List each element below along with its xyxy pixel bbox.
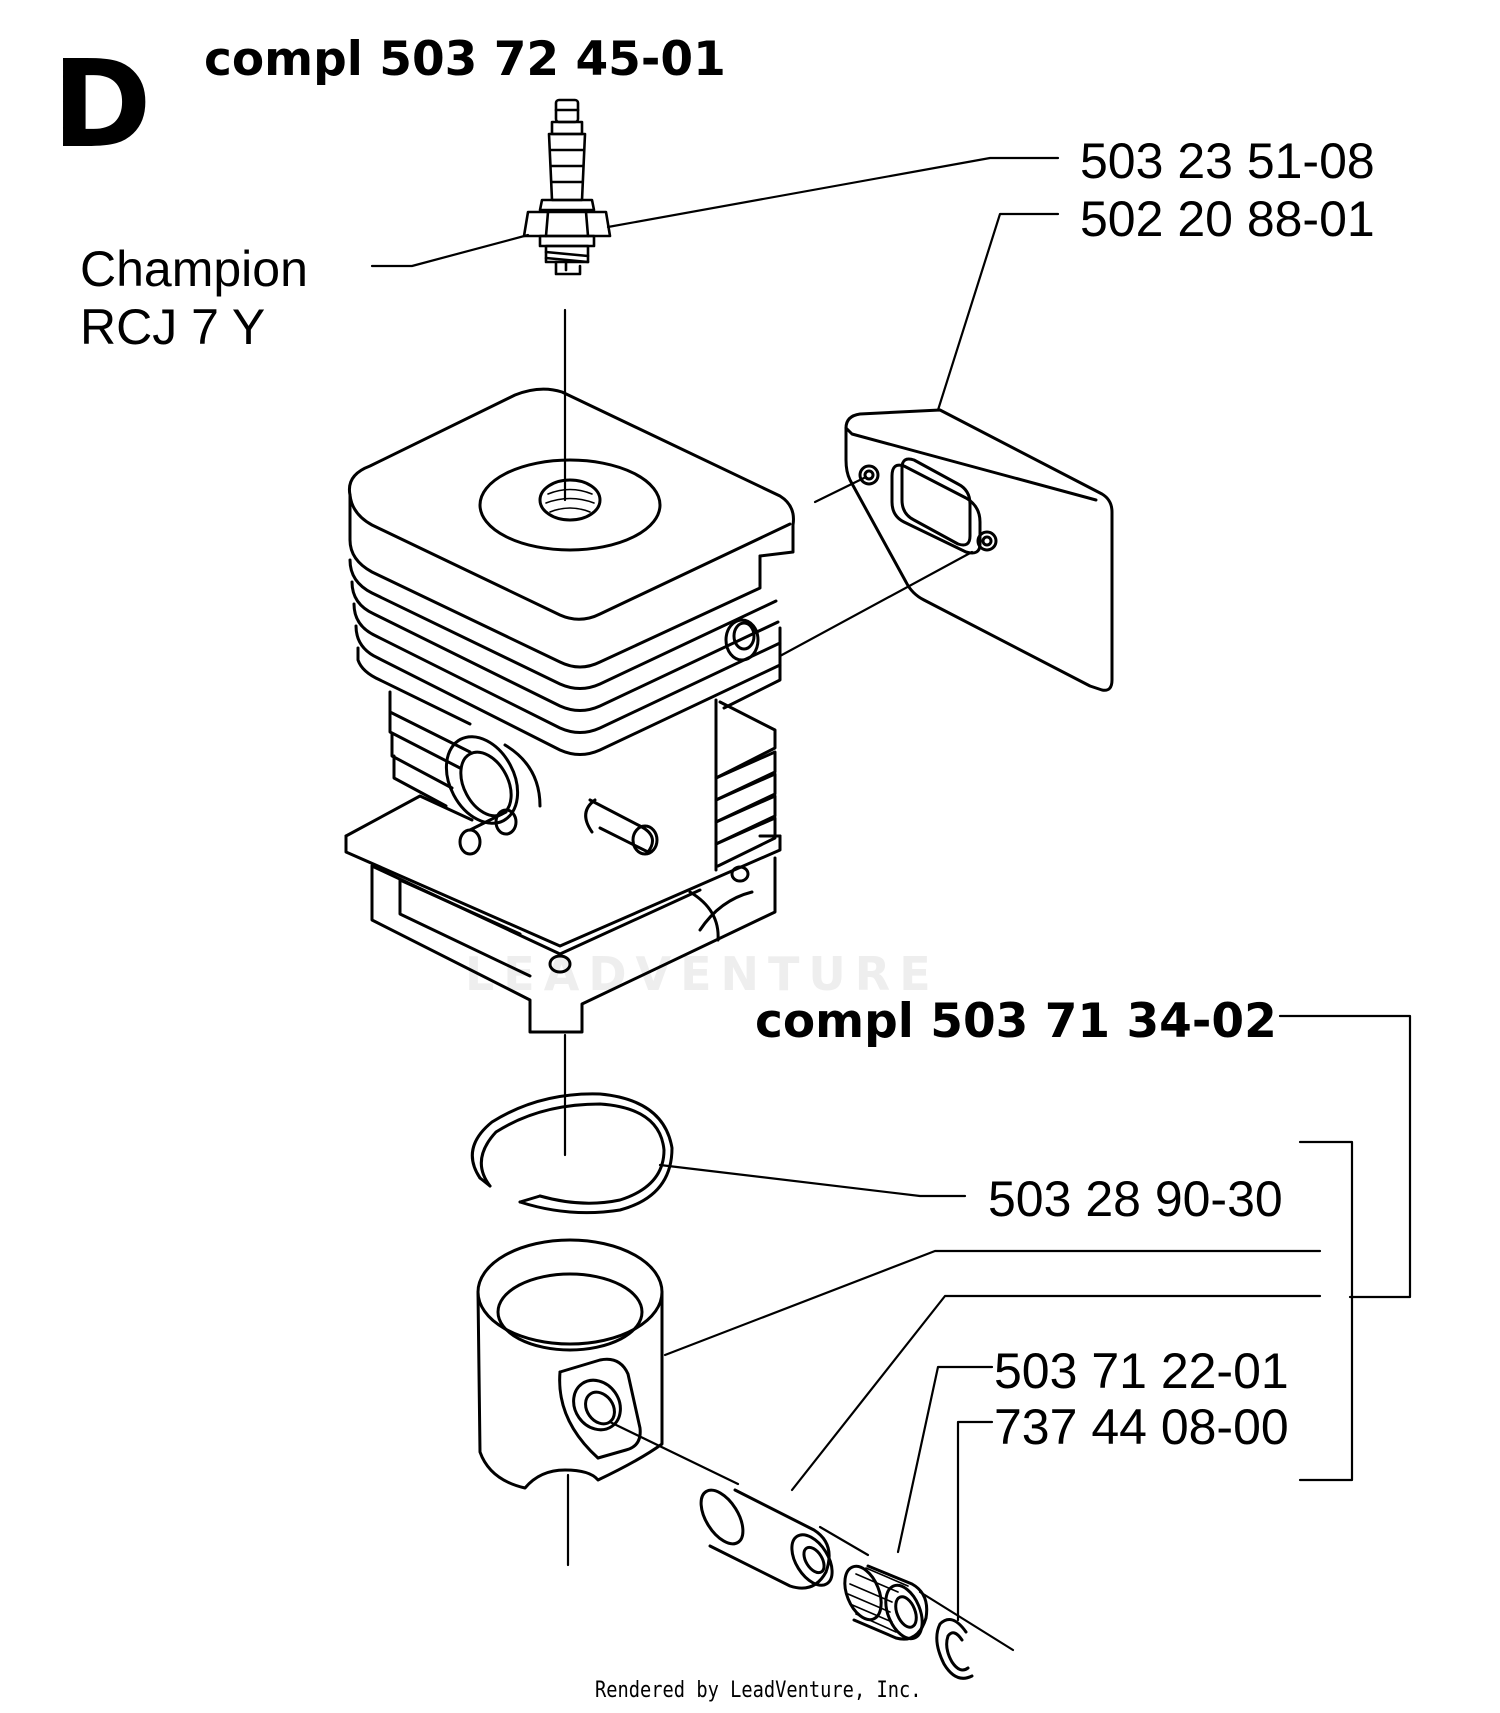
piston-drawing: [476, 1238, 664, 1490]
piston-kit-label: compl 503 71 34-02: [755, 994, 1277, 1049]
gasket-drawing: [844, 408, 1114, 692]
piston-pin-drawing: [699, 1488, 834, 1590]
leader-lines: [370, 156, 1412, 1652]
piston-ring-part-number: 503 28 90-30: [988, 1171, 1283, 1227]
piston-pin-part-number: 503 71 22-01: [994, 1343, 1289, 1399]
watermark-text: LEADVENTURE: [465, 947, 940, 1001]
needle-bearing-drawing: [843, 1564, 929, 1641]
footer-credit: Rendered by LeadVenture, Inc.: [595, 1678, 922, 1703]
cylinder-drawing: [344, 387, 795, 1034]
section-letter: D: [52, 36, 152, 175]
cylinder-kit-label: compl 503 72 45-01: [204, 32, 726, 87]
spark-plug-brand: Champion: [80, 241, 308, 297]
spark-plug-part-number: 503 23 51-08: [1080, 133, 1375, 189]
circlip-drawing: [935, 1618, 974, 1680]
piston-ring-drawing: [470, 1092, 674, 1215]
bearing-part-number: 737 44 08-00: [994, 1399, 1289, 1455]
spark-plug-model: RCJ 7 Y: [80, 299, 266, 355]
gasket-part-number: 502 20 88-01: [1080, 191, 1375, 247]
spark-plug-drawing: [522, 98, 612, 276]
